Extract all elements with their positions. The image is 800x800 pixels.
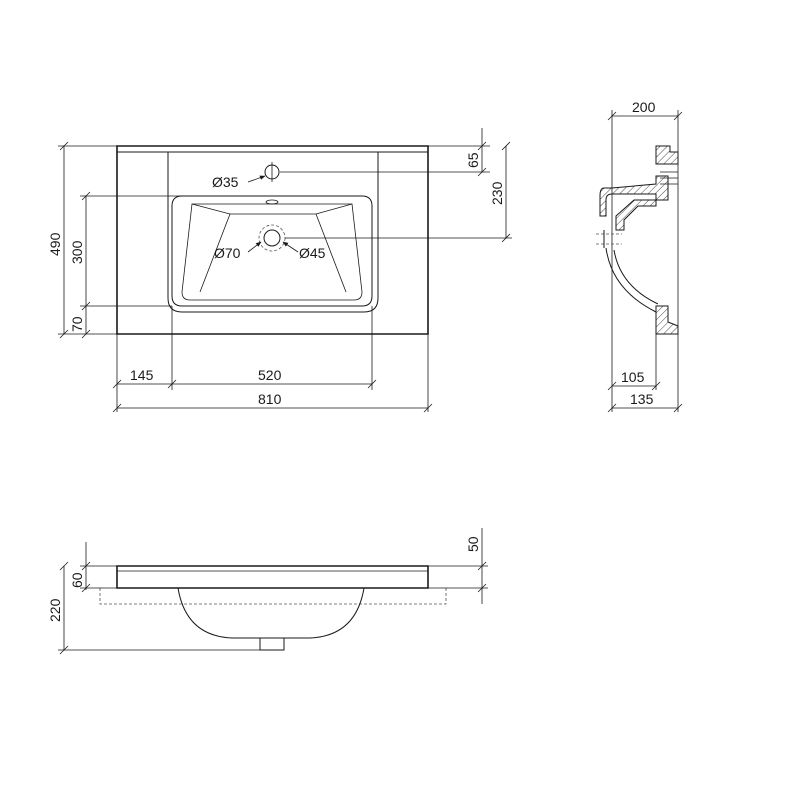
- label-offset-65: 65: [465, 152, 481, 168]
- side-top-block: [655, 145, 679, 165]
- label-bottom-70: 70: [69, 316, 85, 332]
- side-bowl-curve-outer: [605, 247, 657, 313]
- top-view: Ø35 Ø70 Ø45 65 230 490 300 70: [47, 128, 512, 413]
- tick-300-b: [81, 301, 91, 311]
- tick-810-a: [112, 403, 122, 413]
- leader-drain-outer: [247, 241, 262, 253]
- drain-inner-circle: [263, 229, 281, 247]
- tick-60-a: [81, 561, 91, 571]
- label-side-105: 105: [621, 369, 645, 385]
- tick-490-a: [59, 141, 69, 151]
- label-bowl-520: 520: [258, 367, 282, 383]
- tick-145-a: [112, 379, 122, 389]
- label-width-810: 810: [258, 391, 282, 407]
- side-bowl-curve-inner: [613, 249, 659, 305]
- label-front-50: 50: [465, 536, 481, 552]
- tick-60-b: [81, 583, 91, 593]
- bowl-inner: [181, 203, 363, 301]
- leader-drain-inner: [282, 241, 299, 253]
- tick-220-a: [59, 561, 69, 571]
- label-margin-145: 145: [130, 367, 154, 383]
- tick-230-b: [501, 233, 511, 243]
- label-front-220: 220: [47, 598, 63, 622]
- front-wall-dashed: [99, 588, 447, 605]
- tick-135-b: [673, 403, 683, 413]
- tick-50-b: [477, 583, 487, 593]
- front-slab: [116, 565, 429, 589]
- bowl-slope-top: [191, 203, 353, 215]
- tick-145-b: [167, 379, 177, 389]
- tick-300-a: [81, 191, 91, 201]
- tick-105-a: [607, 381, 617, 391]
- label-front-60: 60: [69, 572, 85, 588]
- tick-230-a: [501, 141, 511, 151]
- side-view: 200 105 135: [596, 99, 683, 413]
- side-overflow-pipe: [615, 199, 657, 231]
- tick-200-b: [673, 111, 683, 121]
- tick-220-b: [59, 645, 69, 655]
- overflow-slot: [265, 199, 279, 205]
- label-height-490: 490: [47, 232, 63, 256]
- tick-105-b: [651, 381, 661, 391]
- front-view: 50 60 220: [47, 528, 488, 655]
- side-bottom-lip: [655, 305, 679, 335]
- tick-135-a: [607, 403, 617, 413]
- front-bowl: [177, 587, 365, 639]
- tick-810-b: [423, 403, 433, 413]
- drain-outer-circle: [258, 224, 286, 252]
- label-drain-outer: Ø70: [214, 245, 241, 261]
- label-drain-inner: Ø45: [299, 245, 326, 261]
- tick-50-a: [477, 561, 487, 571]
- bowl-slope-left: [199, 213, 231, 293]
- label-side-135: 135: [630, 391, 654, 407]
- side-overflow-channel: [599, 175, 669, 217]
- front-drain: [259, 638, 285, 651]
- tick-490-b: [59, 329, 69, 339]
- bowl-slope-right: [315, 213, 347, 293]
- label-top-200: 200: [632, 99, 656, 115]
- tick-300-c: [81, 329, 91, 339]
- tick-200-a: [607, 111, 617, 121]
- tick-65-b: [477, 167, 487, 177]
- label-hole-diameter: Ø35: [212, 174, 239, 190]
- label-offset-230: 230: [489, 181, 505, 205]
- tap-deck: [167, 152, 379, 313]
- tick-520-b: [367, 379, 377, 389]
- leader-hole: [247, 175, 266, 183]
- bowl-outline: [171, 195, 373, 307]
- tick-65-a: [477, 141, 487, 151]
- label-bowl-300: 300: [69, 240, 85, 264]
